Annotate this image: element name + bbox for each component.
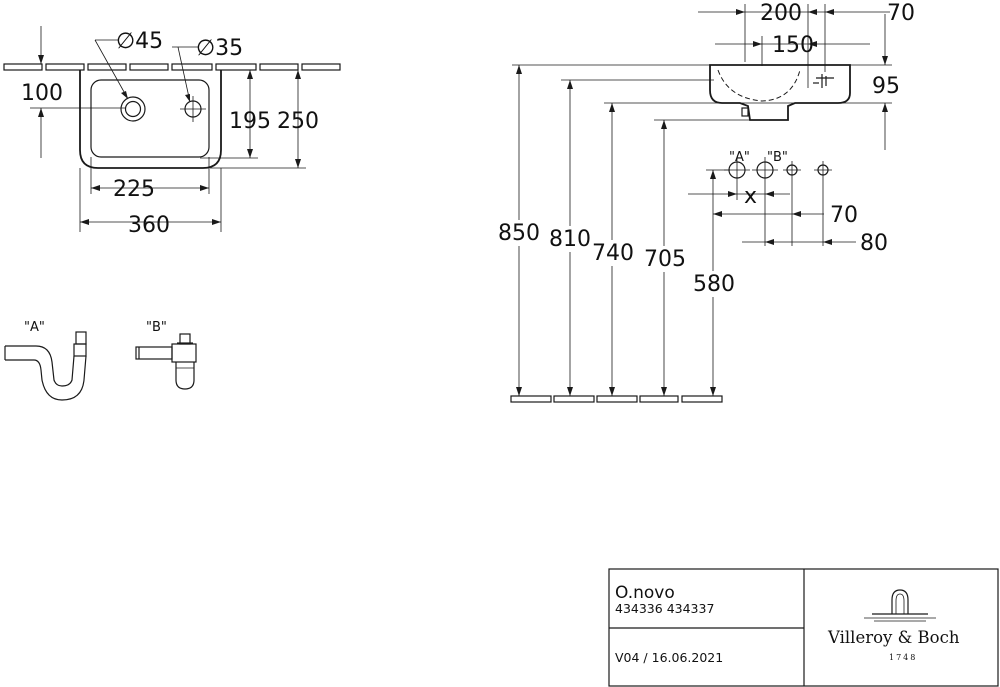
dim-95: 95 xyxy=(872,74,900,99)
trap-a: "A" xyxy=(4,320,87,401)
dim-225: 225 xyxy=(113,177,155,202)
trap-b: "B" xyxy=(135,320,197,390)
top-view: ∅45 ∅35 100 195 250 225 360 xyxy=(3,26,341,238)
drain-hole xyxy=(120,96,146,122)
dim-195: 195 xyxy=(229,109,271,134)
height-dimensions: 850 810 740 705 580 xyxy=(497,65,739,396)
title-block: O.novo 434336 434337 V04 / 16.06.2021 Vi… xyxy=(608,568,999,687)
brand-logo-icon xyxy=(864,589,936,622)
brand-name: Villeroy & Boch xyxy=(827,628,960,647)
dim-200: 200 xyxy=(760,1,802,26)
hole-main-label: ∅45 xyxy=(116,29,163,54)
version-date: V04 / 16.06.2021 xyxy=(615,650,723,665)
trap-a-label: "A" xyxy=(24,320,45,335)
side-view: 200 70 150 95 "A" "B" xyxy=(497,1,915,403)
product-name: O.novo xyxy=(615,583,675,603)
dim-250: 250 xyxy=(277,109,319,134)
trap-b-label: "B" xyxy=(146,320,167,335)
hole-tap-label: ∅35 xyxy=(196,36,243,61)
dim-80: 80 xyxy=(860,231,888,256)
wall-top-view xyxy=(3,63,341,71)
conn-b-label: "B" xyxy=(767,150,788,165)
basin-side-profile xyxy=(709,64,851,121)
basin-outline xyxy=(79,70,222,169)
floor-line xyxy=(510,395,723,403)
basin-bowl xyxy=(90,79,210,158)
height-580: 580 xyxy=(693,272,735,297)
dim-150: 150 xyxy=(772,33,814,58)
height-850: 850 xyxy=(498,221,540,246)
dim-100: 100 xyxy=(21,81,63,106)
height-740: 740 xyxy=(592,241,634,266)
conn-a-label: "A" xyxy=(729,150,750,165)
brand-year: 1748 xyxy=(889,653,917,662)
dim-360: 360 xyxy=(128,213,170,238)
dim-x: x xyxy=(744,184,757,209)
product-codes: 434336 434337 xyxy=(615,601,714,616)
dim-70: 70 xyxy=(830,203,858,228)
connection-points: "A" "B" xyxy=(724,150,832,246)
height-810: 810 xyxy=(549,227,591,252)
height-705: 705 xyxy=(644,247,686,272)
dim-70-top: 70 xyxy=(887,1,915,26)
